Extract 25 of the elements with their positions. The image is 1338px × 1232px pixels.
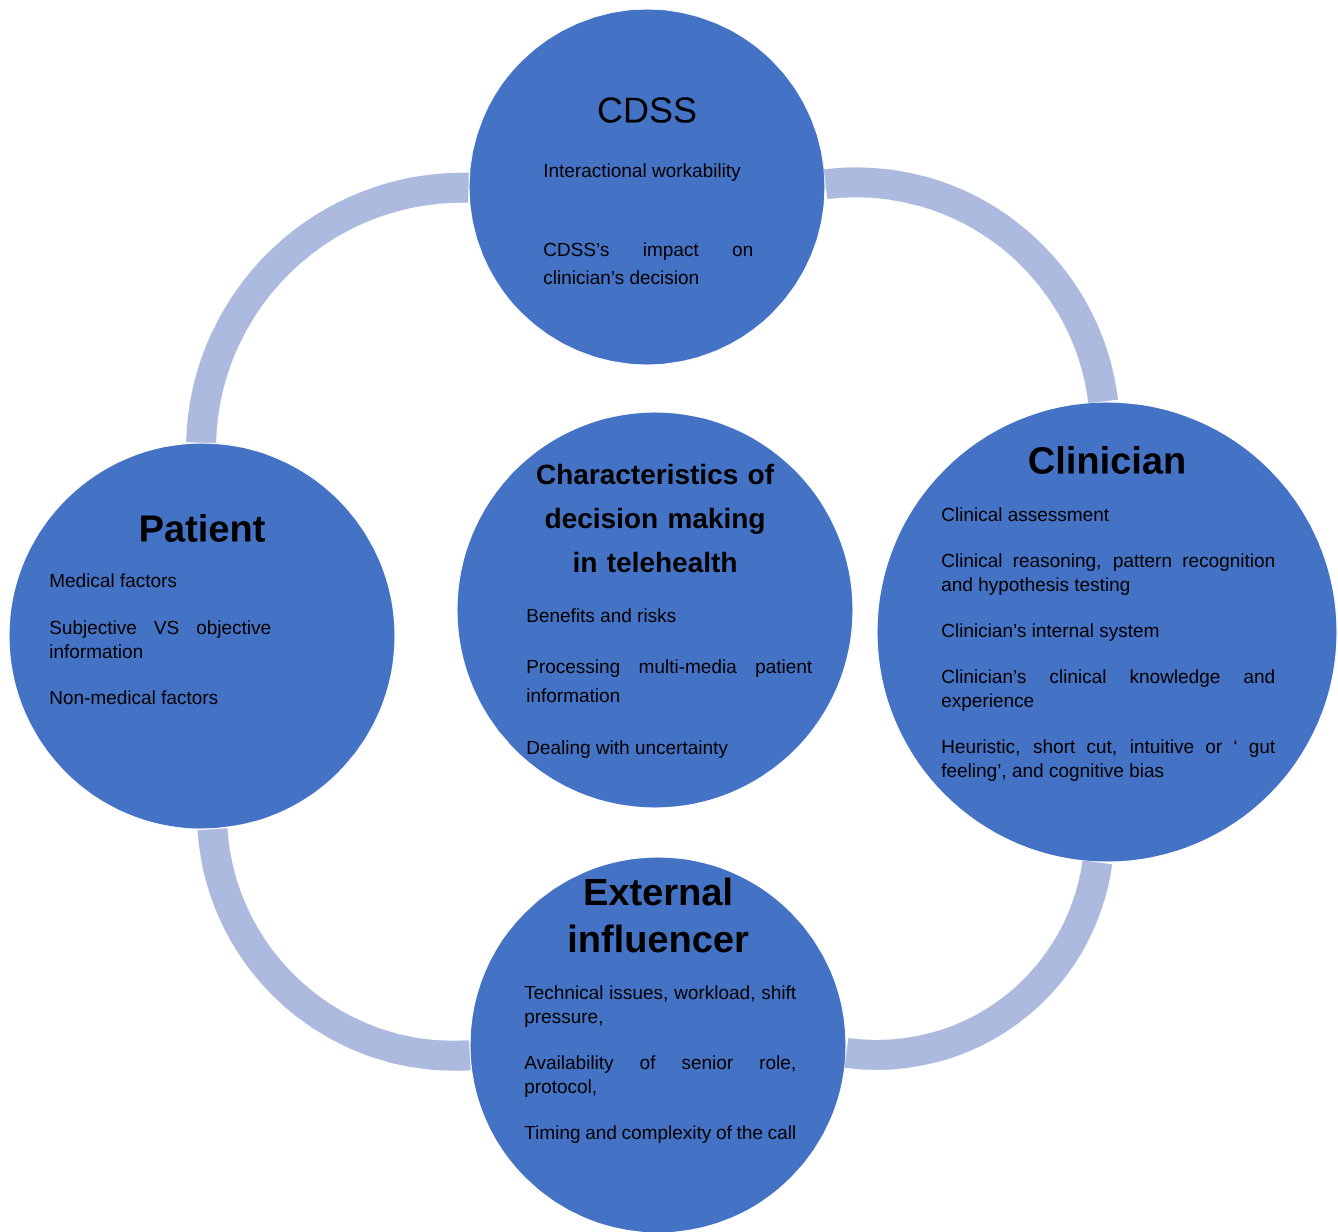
circle-heading: Characteristics of decision making in telehealth [537,463,775,573]
item-text: Non-medical factors [50,690,218,705]
item-text: Availability of senior role, protocol, [524,1055,795,1097]
item-text: Dealing with uncertainty [527,740,728,758]
item-text: Interactional workability [544,163,741,181]
ring-segment [186,172,470,444]
item-text: Clinician’s clinical knowledge and experience [942,669,1274,711]
ring-segment [824,167,1118,405]
item-text: Benefits and risks [527,608,676,623]
circle-heading: Clinician [1029,446,1184,474]
ring-segment [845,859,1113,1070]
item-text: Clinical reasoning, pattern recognition and hypothesis testing [942,553,1274,595]
item-text: Clinical assessment [942,507,1109,522]
item-text: Timing and complexity of the call [524,1125,795,1143]
item-text: Clinician’s internal system [942,623,1159,641]
circle-heading: Patient [141,514,265,542]
item-text: Medical factors [50,573,177,588]
ring-segment [197,827,470,1071]
item-text: Technical issues, workload, shift pressure, [524,985,796,1027]
circle-heading: CDSS [598,97,696,123]
item-text: Heuristic, short cut, intuitive or ‘ gut feeling’, and cognitive bias [941,739,1276,781]
circle-heading: External influencer [569,877,749,953]
item-text: Subjective VS objective information [50,620,271,659]
item-text: Processing multi-media patient information [527,659,812,703]
item-text: CDSS’s impact on clinician’s decision [544,242,752,285]
